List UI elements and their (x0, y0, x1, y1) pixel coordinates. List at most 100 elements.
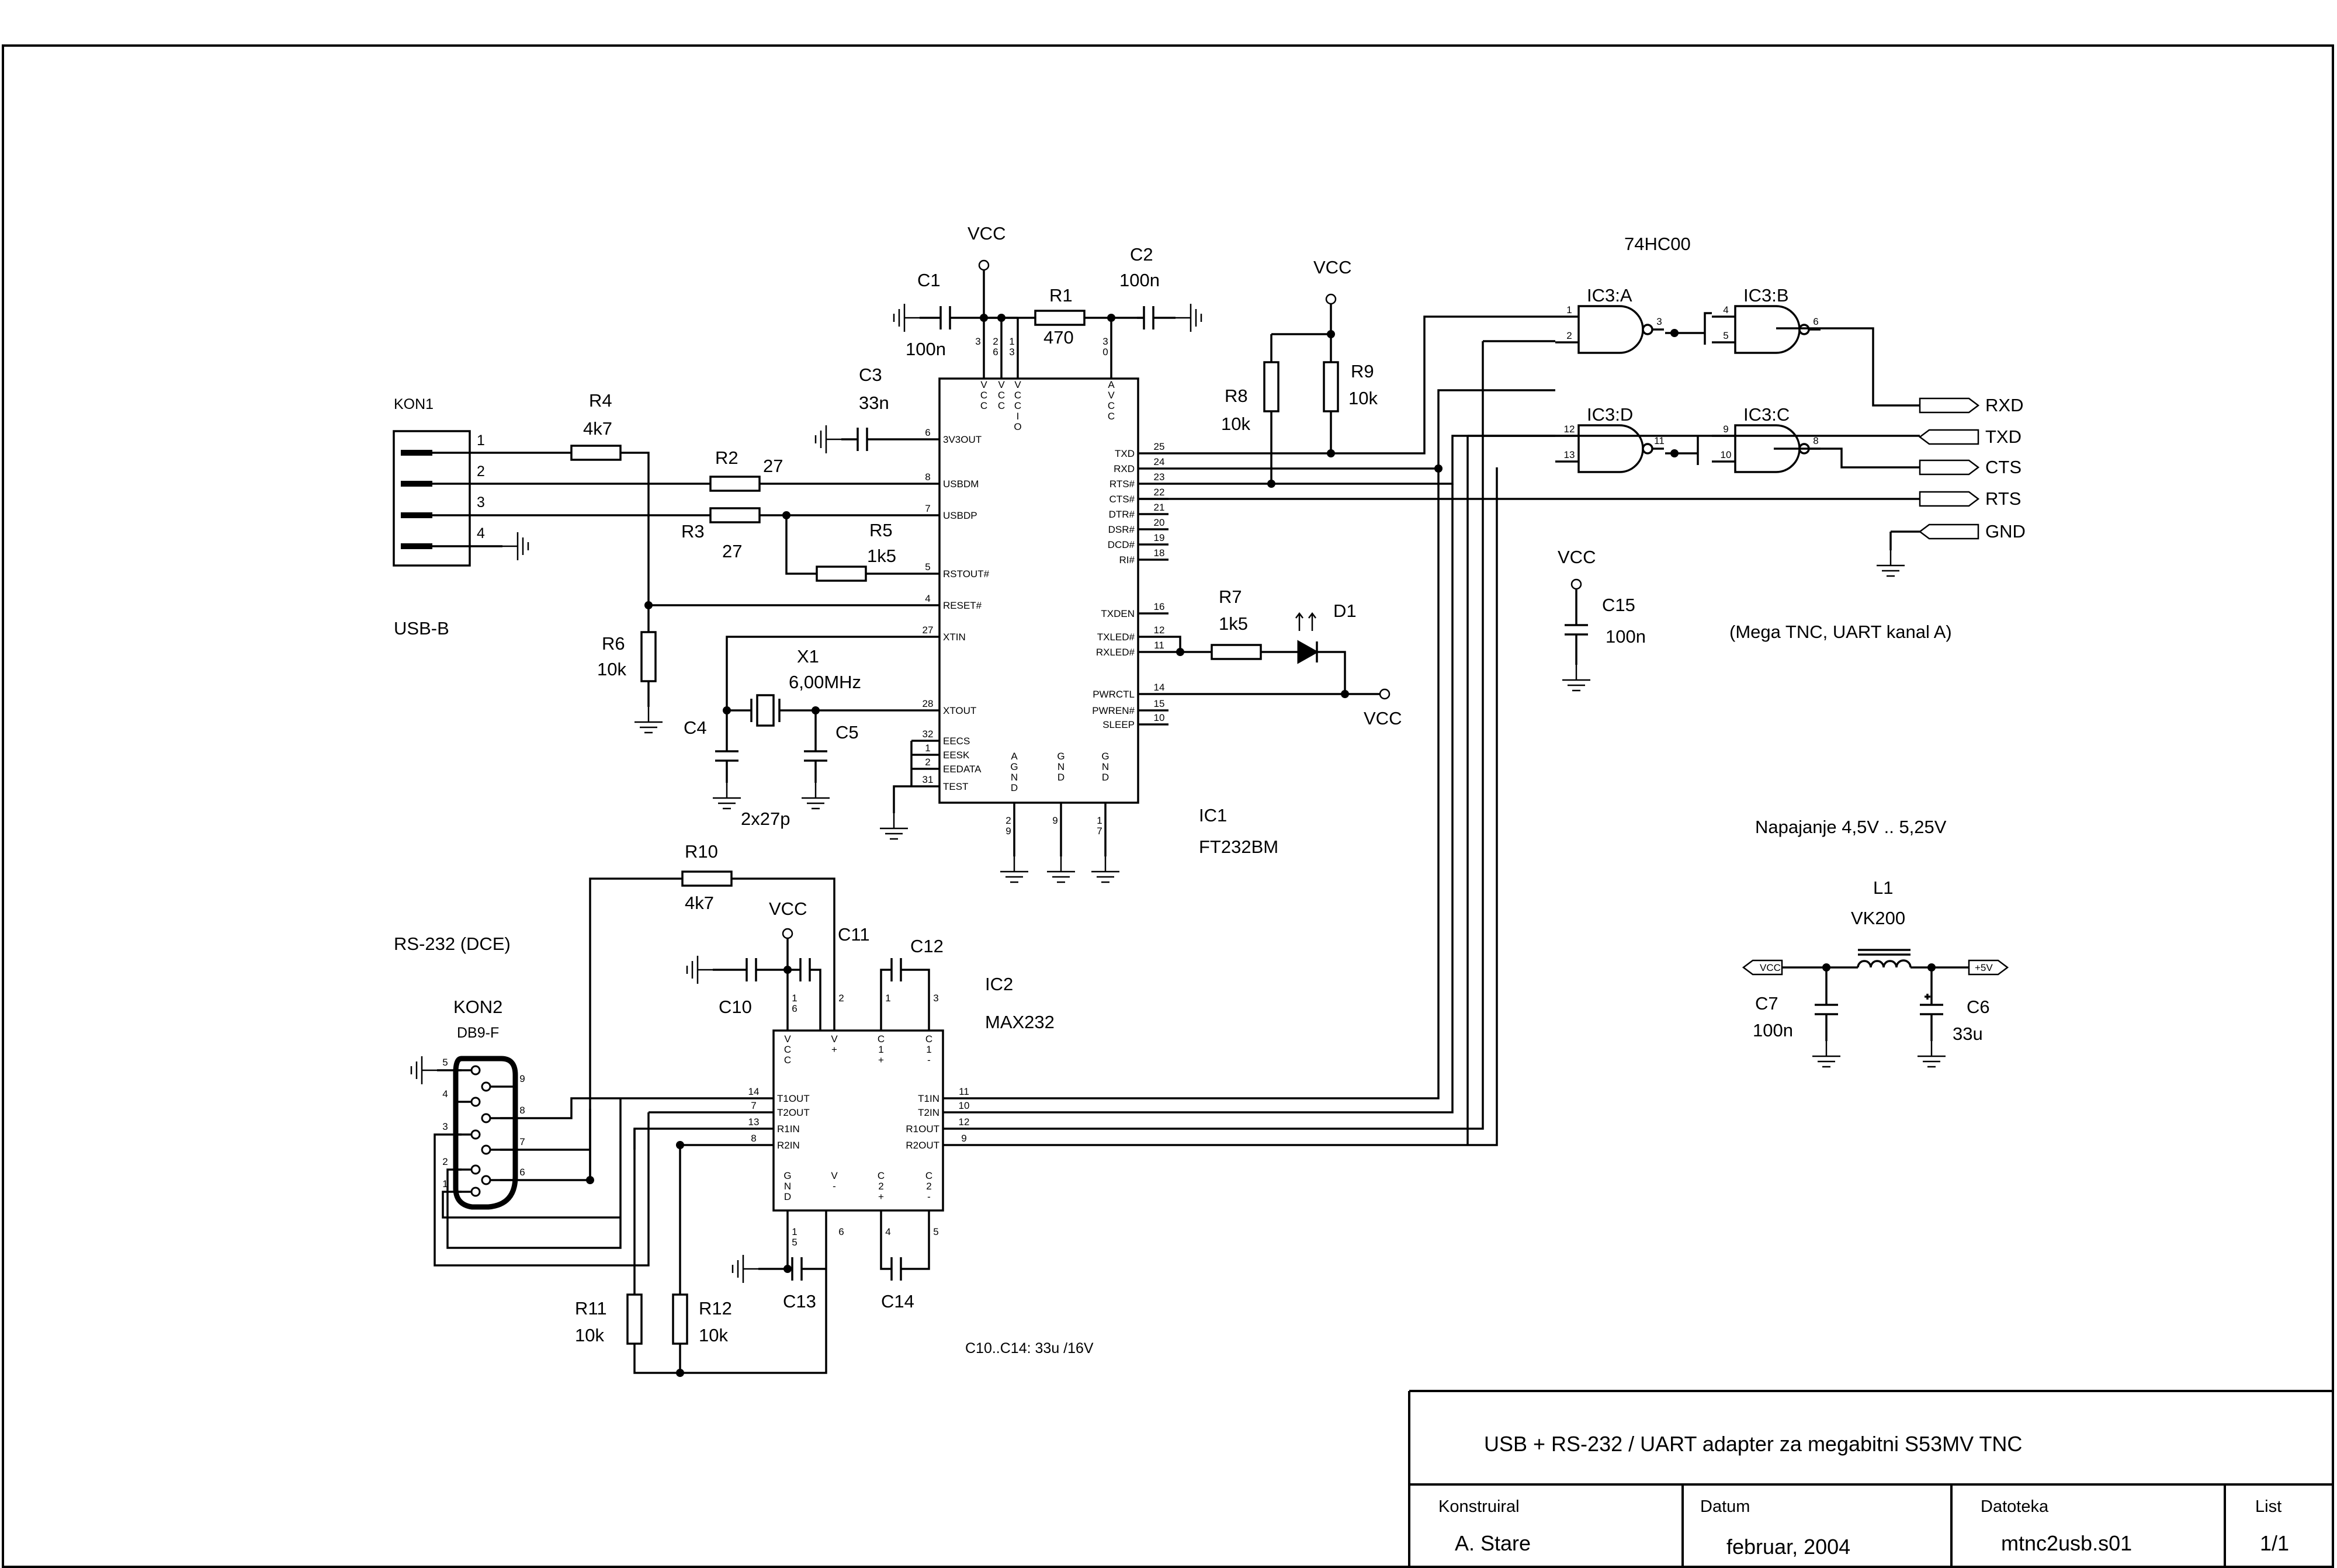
ic2-ref: IC2 (985, 974, 1013, 994)
ic1-right-name-5: DSR# (1108, 524, 1135, 535)
ic2-top-pin-2: 2 (838, 993, 844, 1004)
r12-resistor: R12 10k (672, 1141, 732, 1377)
x1-crystal: X1 6,00MHz (750, 646, 861, 727)
c5-ref: C5 (835, 722, 859, 743)
r5-value: 1k5 (867, 546, 896, 566)
c10-ref: C10 (719, 997, 752, 1017)
ic1-right-pin-12: 12 (1154, 625, 1165, 636)
ic2-right-pin-9: 9 (961, 1133, 966, 1144)
svg-text:2: 2 (993, 336, 998, 347)
gate-in-b-0: 2 (1566, 330, 1572, 341)
port-rxd: RXD (1919, 395, 2023, 415)
ic2-left-pin-13: 13 (748, 1116, 760, 1128)
ic2-left-name-2: R1IN (777, 1123, 800, 1135)
ic2-bottom-name-1: V- (831, 1170, 838, 1192)
svg-text:+: + (878, 1054, 884, 1066)
ic2-right-name-1: T2IN (918, 1107, 939, 1118)
port-rts: RTS (1919, 488, 2021, 509)
l1-value: VK200 (1851, 908, 1905, 928)
r2-value: 27 (763, 456, 783, 476)
ic1-right-pin-25: 25 (1154, 441, 1165, 452)
svg-text:C: C (878, 1170, 885, 1181)
db9-pin-hole (470, 1097, 481, 1107)
ic1-right-pin-15: 15 (1154, 698, 1165, 709)
c14-ref: C14 (881, 1291, 914, 1312)
ic2-right-name-0: T1IN (918, 1093, 939, 1104)
ic1-right-pin-10: 10 (1154, 712, 1165, 723)
gate-out-0: 3 (1656, 316, 1662, 327)
svg-text:D: D (1102, 772, 1109, 783)
ic1-right-pin-23: 23 (1154, 471, 1165, 483)
ic1-right-pin-24: 24 (1154, 456, 1165, 467)
gate-in-b-2: 13 (1564, 449, 1575, 460)
ic2-bottom-pin-15: 15 (792, 1226, 797, 1248)
c15-ref: C15 (1602, 595, 1635, 615)
ic2-bottom-pin-5: 5 (933, 1226, 938, 1237)
db9-pin-hole (481, 1113, 491, 1123)
r7-ref: R7 (1219, 587, 1242, 607)
db9-pin-3: 3 (442, 1121, 448, 1132)
ic1-left-pin-32: 32 (923, 729, 934, 740)
ic1-left-pin-2: 2 (925, 757, 930, 768)
ic2-left-pin-14: 14 (748, 1086, 760, 1097)
file-value: mtnc2usb.s01 (2001, 1531, 2132, 1555)
ic1-left-name-0: 3V3OUT (943, 434, 982, 445)
r4-resistor: R4 4k7 (570, 390, 622, 461)
ic1-ft232bm: IC1 FT232BM 3VCC26VCC13VCCIO30AVCC63V3OU… (910, 336, 1278, 857)
svg-text:C: C (1108, 411, 1115, 422)
r8-ref: R8 (1225, 386, 1248, 406)
ic1-right-name-6: DCD# (1108, 539, 1135, 550)
title-block: USB + RS-232 / UART adapter za megabitni… (1408, 1390, 2333, 1567)
ic1-bottom-pin-17: 17 (1097, 815, 1102, 837)
c4-c5-value: 2x27p (741, 809, 790, 829)
db9-pin-hole (470, 1065, 481, 1076)
svg-text:V: V (980, 379, 987, 390)
ic1-right-name-7: RI# (1119, 554, 1135, 566)
db9-pin-5: 5 (442, 1057, 448, 1068)
svg-text:D: D (784, 1191, 791, 1202)
r4-value: 4k7 (583, 418, 612, 439)
port-label-rxd: RXD (1985, 395, 2023, 415)
ic1-right-pin-14: 14 (1154, 682, 1165, 693)
ic1-right-pin-21: 21 (1154, 502, 1165, 513)
c6-ref: C6 (1967, 997, 1990, 1017)
r10-resistor: R10 4k7 (589, 841, 835, 1109)
port-label-gnd: GND (1985, 521, 2026, 542)
c1-ref: C1 (917, 270, 941, 290)
port-txd: TXD (1918, 426, 2022, 447)
c15-value: 100n (1606, 626, 1646, 647)
c4-capacitor: C4 (684, 710, 742, 810)
c1-value: 100n (906, 339, 946, 359)
c12-ref: C12 (910, 936, 944, 956)
kon1-type: USB-B (394, 618, 449, 639)
ic1-top-name-1: VCC (998, 379, 1005, 411)
kon2-type: DB9-F (457, 1025, 499, 1041)
x1-ref: X1 (797, 646, 819, 667)
date-value: februar, 2004 (1726, 1535, 1850, 1559)
svg-text:C: C (784, 1044, 791, 1055)
svg-text:N: N (1011, 772, 1018, 783)
vcc-port: VCC (1742, 959, 1783, 976)
svg-text:N: N (1102, 761, 1109, 772)
svg-text:N: N (784, 1181, 791, 1192)
ic1-top-pin-26: 26 (993, 336, 998, 358)
svg-text:D: D (1057, 772, 1065, 783)
plus5v-port: +5V (1968, 959, 2009, 976)
c11-ref: C11 (838, 924, 870, 945)
db9-pin-6: 6 (519, 1167, 525, 1178)
ic1-left-name-6: XTOUT (943, 705, 976, 716)
svg-text:C: C (925, 1033, 932, 1045)
svg-text:+: + (878, 1191, 884, 1202)
r6-resistor: R6 10k (597, 605, 664, 734)
svg-text:G: G (1101, 751, 1109, 762)
r10-ref: R10 (685, 841, 718, 862)
ic2-right-pin-11: 11 (959, 1086, 969, 1097)
ic1-right-name-10: RXLED# (1096, 647, 1135, 658)
ic1-left-name-9: EEDATA (943, 764, 982, 775)
d1-led: D1 (1295, 601, 1357, 664)
r12-ref: R12 (699, 1298, 732, 1319)
svg-text:7: 7 (1097, 825, 1102, 837)
author-header: Konstruiral (1438, 1497, 1520, 1516)
